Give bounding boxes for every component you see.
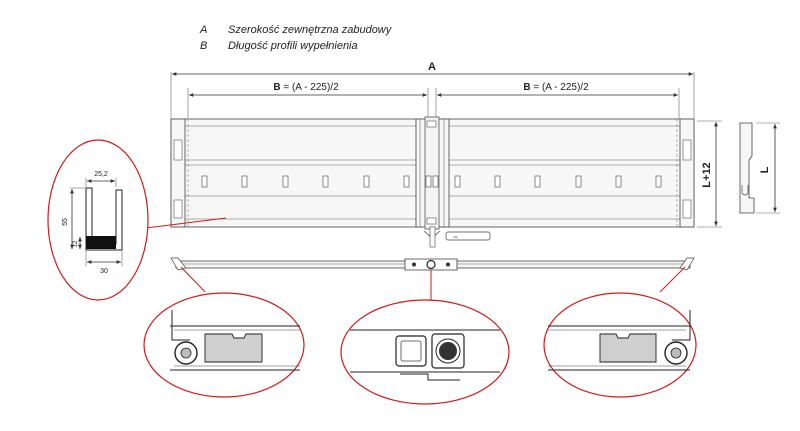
profile-dim-top: 25,2	[94, 171, 108, 178]
side-view: L+12 L	[697, 120, 780, 228]
dimension-b-left: B = (A - 225)/2	[187, 82, 429, 118]
dimension-b-right-label: B = (A - 225)/2	[523, 82, 589, 93]
dimension-b-right: B = (A - 225)/2	[435, 82, 680, 118]
legend-key-b: B	[200, 40, 208, 52]
plan-view-strip	[170, 257, 695, 271]
legend: A Szerokość zewnętrzna zabudowy B Długoś…	[200, 22, 391, 54]
dimension-b-left-formula: = (A - 225)/2	[281, 82, 340, 93]
dimension-a: A	[170, 61, 695, 118]
legend-key-a: A	[200, 24, 208, 36]
callout-left-end-detail	[143, 266, 305, 398]
dimension-a-label: A	[428, 61, 436, 73]
profile-cross-section-callout: 25,2 55 12 30	[47, 139, 227, 301]
dimension-b-right-formula: = (A - 225)/2	[531, 82, 590, 93]
front-elevation: ⇔	[170, 116, 695, 248]
callout-center-joint-detail	[340, 270, 510, 405]
dimension-l-label: L	[759, 166, 771, 173]
legend-row-a: A Szerokość zewnętrzna zabudowy	[200, 22, 391, 38]
profile-dim-height: 55	[62, 218, 69, 226]
dimension-b-left-bold: B	[273, 82, 280, 93]
callout-right-end-detail	[543, 266, 697, 398]
profile-dim-width: 30	[100, 268, 108, 275]
dimension-b-right-bold: B	[523, 82, 530, 93]
profile-dim-small: 12	[73, 240, 79, 247]
svg-text:⇔: ⇔	[452, 234, 459, 241]
dimension-l12-label: L+12	[701, 162, 713, 187]
legend-row-b: B Długość profili wypełnienia	[200, 38, 391, 54]
legend-text-a: Szerokość zewnętrzna zabudowy	[228, 24, 392, 36]
dimension-b-left-label: B = (A - 225)/2	[273, 82, 339, 93]
legend-text-b: Długość profili wypełnienia	[228, 40, 358, 52]
